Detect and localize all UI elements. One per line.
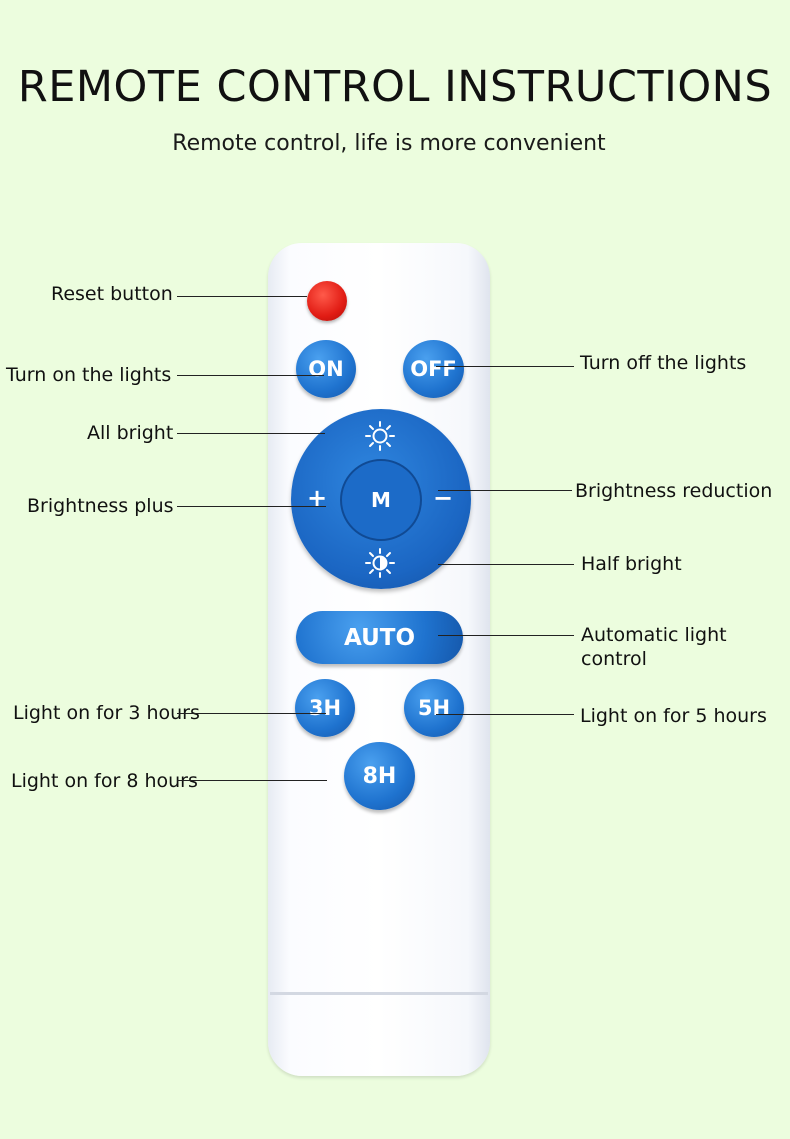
callout-5h: Light on for 5 hours — [580, 705, 767, 727]
callout-all-bright-line — [177, 433, 325, 434]
sun-full-icon[interactable] — [364, 420, 396, 452]
callout-all-bright: All bright — [87, 422, 174, 444]
mode-button-label: M — [371, 488, 391, 512]
page-title: REMOTE CONTROL INSTRUCTIONS — [17, 62, 773, 112]
page-subtitle: Remote control, life is more convenient — [172, 131, 606, 156]
mode-button[interactable]: M — [340, 459, 422, 541]
timer-5h-button[interactable]: 5H — [404, 679, 464, 737]
callout-3h: Light on for 3 hours — [13, 702, 200, 724]
callout-brightness-reduction-line — [438, 490, 572, 491]
remote-battery-seam — [270, 992, 488, 995]
on-button-label: ON — [308, 357, 344, 381]
timer-8h-button[interactable]: 8H — [344, 742, 415, 810]
off-button-label: OFF — [410, 357, 457, 381]
callout-brightness-plus: Brightness plus — [27, 495, 174, 517]
sun-half-icon[interactable] — [364, 547, 396, 579]
callout-turn-off: Turn off the lights — [580, 352, 747, 374]
callout-turn-on-line — [177, 375, 324, 376]
on-button[interactable]: ON — [296, 340, 356, 398]
callout-brightness-reduction: Brightness reduction — [575, 480, 773, 502]
auto-button-label: AUTO — [343, 624, 415, 651]
callout-8h: Light on for 8 hours — [11, 770, 198, 792]
timer-8h-label: 8H — [362, 763, 397, 789]
callout-half-bright: Half bright — [581, 553, 682, 575]
callout-brightness-plus-line — [177, 506, 326, 507]
callout-3h-line — [177, 713, 326, 714]
callout-8h-line — [177, 780, 327, 781]
brightness-minus-button[interactable]: − — [433, 484, 454, 512]
callout-turn-on: Turn on the lights — [6, 364, 172, 386]
auto-button[interactable]: AUTO — [296, 611, 463, 664]
callout-auto-line2: control — [581, 648, 647, 670]
timer-3h-button[interactable]: 3H — [295, 679, 355, 737]
callout-turn-off-line — [436, 366, 574, 367]
timer-3h-label: 3H — [308, 696, 342, 720]
reset-button[interactable] — [307, 281, 347, 321]
callout-auto-line — [438, 635, 574, 636]
callout-auto-line1: Automatic light — [581, 624, 727, 646]
brightness-plus-button[interactable]: + — [307, 484, 328, 512]
callout-reset-line — [177, 296, 307, 297]
callout-5h-line — [436, 714, 574, 715]
off-button[interactable]: OFF — [403, 340, 464, 398]
timer-5h-label: 5H — [417, 696, 451, 720]
callout-half-bright-line — [438, 564, 574, 565]
callout-reset: Reset button — [51, 283, 173, 305]
